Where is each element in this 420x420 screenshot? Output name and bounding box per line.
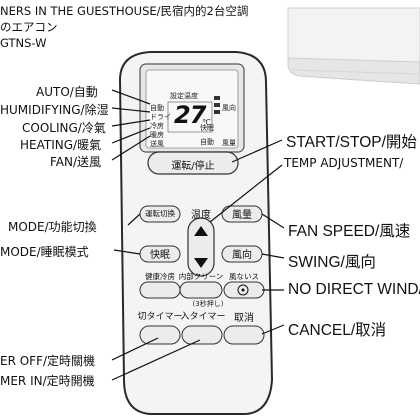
remote-body <box>118 51 274 415</box>
swing-button[interactable]: 風向 <box>232 250 252 261</box>
label-swing: SWING/風向 <box>288 254 376 271</box>
display-auto: 自動 <box>200 138 214 146</box>
label-mode: MODE/功能切換 <box>8 220 97 234</box>
display-unit: ℃ <box>202 118 211 127</box>
label-timer-off: ER OFF/定時關機 <box>0 354 96 368</box>
label-start-stop: START/STOP/開始 <box>286 134 417 151</box>
header-line-1: NERS IN THE GUESTHOUSE/民宿内的2台空調 <box>0 4 249 18</box>
mode-button[interactable]: 運転切換 <box>145 209 175 218</box>
start-stop-button[interactable]: 運転/停止 <box>171 161 215 172</box>
timer-off-label: 切タイマー <box>137 312 183 322</box>
timer-on-label: 入タイマー <box>180 312 226 322</box>
no-wind-icon <box>237 284 249 296</box>
label-temp-adjustment: TEMP ADJUSTMENT/ <box>284 156 404 170</box>
header-line-2: のエアコン <box>0 20 58 34</box>
label-auto: AUTO/自動 <box>36 85 98 99</box>
cancel-label: 取消 <box>234 313 254 324</box>
temp-button-label: 温度 <box>191 210 211 221</box>
display-mode-cool: 冷房 <box>150 122 164 130</box>
leader-lines-left <box>111 89 201 381</box>
air-conditioner-unit <box>287 7 420 85</box>
display-temperature: 27 <box>174 101 206 129</box>
inner-clean-hint: (3秒押し) <box>192 300 224 308</box>
label-cancel: CANCEL/取消 <box>288 322 387 339</box>
display-mode-dry: ドライ <box>150 113 171 121</box>
leader-lines-right <box>209 139 285 335</box>
sleep-button[interactable]: 快眠 <box>150 250 170 261</box>
label-timer-in: MER IN/定時開機 <box>0 374 95 388</box>
label-heating: HEATING/暖氣 <box>20 138 102 152</box>
display-mode-fan: 送風 <box>150 140 164 148</box>
display-header: 設定温度 <box>170 92 198 100</box>
fan-speed-button[interactable]: 風量 <box>232 210 252 221</box>
label-fan: FAN/送風 <box>50 155 102 169</box>
health-cool-label: 健康冷房 <box>145 272 175 281</box>
header-line-3: GTNS-W <box>0 36 47 50</box>
label-sleep-mode: MODE/睡眠模式 <box>0 245 89 259</box>
display-fan-speed: 風量 <box>222 139 236 147</box>
no-wind-label: 風ないス <box>229 272 259 281</box>
label-cooling: COOLING/冷氣 <box>22 121 106 135</box>
label-no-direct-wind: NO DIRECT WIND/ <box>288 281 420 298</box>
display-mode-auto: 自動 <box>150 104 164 112</box>
inner-clean-label: 内部クリーン <box>178 272 224 281</box>
display-fan-direction: 風向 <box>222 104 236 112</box>
display-sleep: 快眠 <box>200 124 214 132</box>
label-dehumidifying: HUMIDIFYING/除湿 <box>0 103 109 117</box>
label-fan-speed: FAN SPEED/風速 <box>288 223 411 240</box>
display-mode-heat: 暖房 <box>150 131 164 139</box>
